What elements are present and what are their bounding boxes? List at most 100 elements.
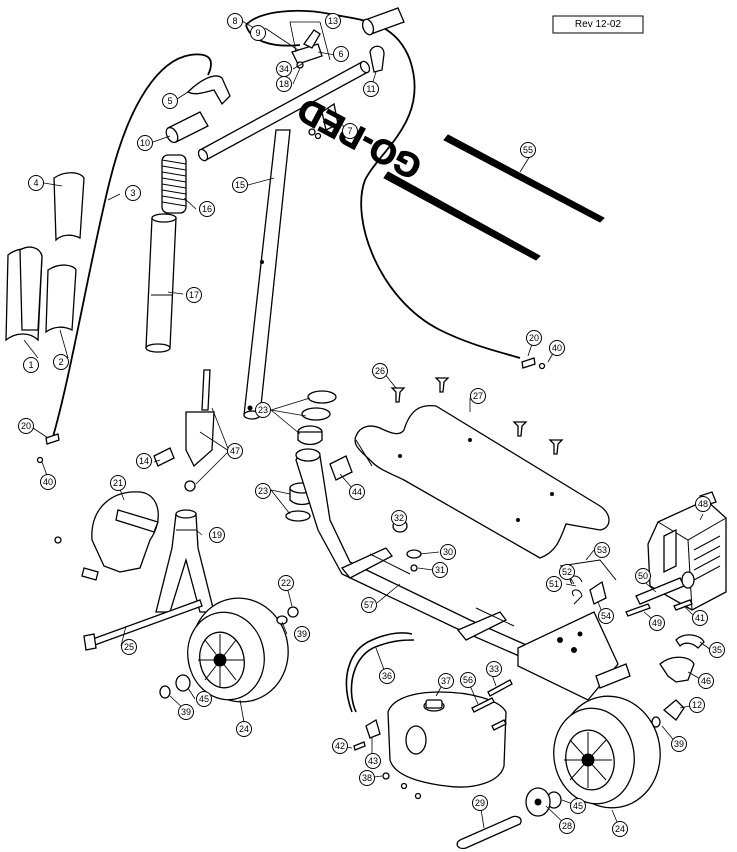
washer-39-front xyxy=(159,685,171,699)
svg-text:1: 1 xyxy=(28,360,33,370)
callout-39-front: 39 xyxy=(178,704,194,720)
svg-text:11: 11 xyxy=(366,84,375,94)
callout-11: 11 xyxy=(363,81,379,97)
svg-text:45: 45 xyxy=(573,801,583,811)
callout-40-bottom: 40 xyxy=(40,474,56,490)
svg-text:23: 23 xyxy=(258,405,268,415)
throttle-cable xyxy=(51,53,212,441)
svg-text:54: 54 xyxy=(601,611,611,621)
svg-text:24: 24 xyxy=(239,724,249,734)
svg-text:9: 9 xyxy=(255,28,260,38)
svg-text:8: 8 xyxy=(232,16,237,26)
kickstand-29 xyxy=(456,815,522,850)
callout-37: 37 xyxy=(438,673,454,689)
callout-23-upper: 23 xyxy=(255,402,271,418)
callout-54: 54 xyxy=(598,608,614,624)
rear-wheel xyxy=(553,695,661,809)
callout-20-bottom: 20 xyxy=(18,418,34,434)
bolt-assembly-47 xyxy=(184,369,215,492)
shim-2 xyxy=(45,264,77,334)
nut-40-bottom xyxy=(36,456,44,464)
callout-25: 25 xyxy=(121,639,137,655)
callout-41: 41 xyxy=(692,610,708,626)
nut-22 xyxy=(287,606,299,618)
nut-40-top xyxy=(538,362,546,370)
leader-lines xyxy=(23,20,712,830)
nut-38 xyxy=(382,772,390,780)
pin-33 xyxy=(487,679,513,697)
pin-56 xyxy=(471,697,495,713)
callout-28: 28 xyxy=(559,818,575,834)
svg-text:57: 57 xyxy=(364,600,374,610)
callout-10: 10 xyxy=(137,135,153,151)
washer-39-top xyxy=(276,615,288,625)
svg-text:2: 2 xyxy=(58,357,63,367)
callout-13: 13 xyxy=(325,13,341,29)
svg-text:18: 18 xyxy=(279,79,289,89)
svg-text:20: 20 xyxy=(529,333,539,343)
callout-45-front: 45 xyxy=(196,691,212,707)
svg-text:49: 49 xyxy=(652,618,662,628)
callout-35: 35 xyxy=(709,642,725,658)
svg-text:35: 35 xyxy=(712,645,722,655)
callout-55: 55 xyxy=(520,142,536,158)
callout-34: 34 xyxy=(276,61,292,77)
svg-text:47: 47 xyxy=(230,446,240,456)
callout-38: 38 xyxy=(359,770,375,786)
callout-51: 51 xyxy=(546,576,562,592)
cable-36-a xyxy=(345,632,413,713)
svg-text:46: 46 xyxy=(701,676,711,686)
callout-39-rear: 39 xyxy=(671,736,687,752)
callout-7: 7 xyxy=(342,123,358,139)
callout-44: 44 xyxy=(349,484,365,500)
callout-33: 33 xyxy=(486,661,502,677)
deck-screws-26 xyxy=(390,377,564,455)
svg-text:17: 17 xyxy=(189,290,199,300)
spring-16 xyxy=(161,154,187,214)
bolt-20-bottom xyxy=(45,433,60,445)
callout-52: 52 xyxy=(559,564,575,580)
handlebar xyxy=(197,60,371,162)
fitting-12 xyxy=(662,699,685,721)
callout-18: 18 xyxy=(276,76,292,92)
callout-17: 17 xyxy=(186,287,202,303)
svg-text:28: 28 xyxy=(562,821,572,831)
spring-54 xyxy=(589,580,607,605)
callout-45-rear: 45 xyxy=(570,798,586,814)
shim-1-inner xyxy=(19,246,43,331)
callout-31: 31 xyxy=(432,562,448,578)
cable-36-b xyxy=(350,639,415,713)
svg-text:15: 15 xyxy=(235,180,245,190)
svg-text:31: 31 xyxy=(435,565,445,575)
svg-text:36: 36 xyxy=(382,671,392,681)
coupler-46 xyxy=(659,656,695,683)
fork-19 xyxy=(155,509,215,613)
svg-text:32: 32 xyxy=(394,513,404,523)
svg-text:16: 16 xyxy=(202,204,212,214)
svg-text:43: 43 xyxy=(368,756,378,766)
callout-21: 21 xyxy=(110,475,126,491)
svg-text:44: 44 xyxy=(352,487,362,497)
fuel-tank-37 xyxy=(387,691,507,788)
svg-text:22: 22 xyxy=(281,578,291,588)
svg-text:14: 14 xyxy=(139,456,149,466)
front-wheel xyxy=(187,597,289,703)
svg-text:51: 51 xyxy=(549,579,559,589)
callout-56: 56 xyxy=(460,672,476,688)
svg-text:50: 50 xyxy=(638,571,648,581)
callout-40-top: 40 xyxy=(549,340,565,356)
callout-15: 15 xyxy=(232,177,248,193)
clamp-35 xyxy=(675,634,705,649)
grip-left xyxy=(165,111,209,144)
svg-text:19: 19 xyxy=(212,530,222,540)
svg-text:40: 40 xyxy=(552,343,562,353)
clamp-11 xyxy=(369,45,385,73)
svg-text:23: 23 xyxy=(258,486,268,496)
svg-text:55: 55 xyxy=(523,145,533,155)
pin-42 xyxy=(353,741,366,751)
axle-bolt-25-head xyxy=(83,633,97,651)
revision-label: Rev 12-02 xyxy=(575,19,622,30)
svg-text:38: 38 xyxy=(362,773,372,783)
callout-29: 29 xyxy=(472,795,488,811)
